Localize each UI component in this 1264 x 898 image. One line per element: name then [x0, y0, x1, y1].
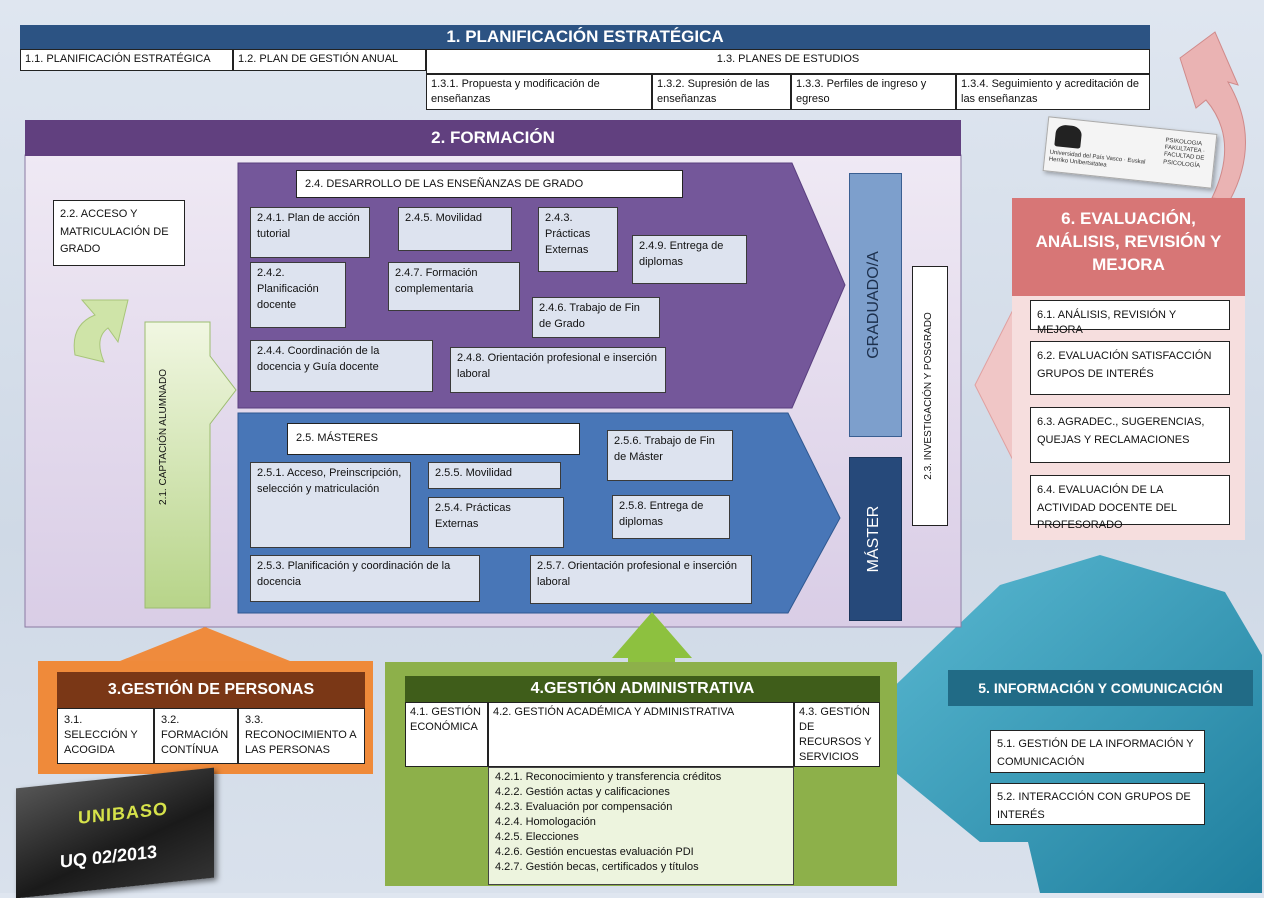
graduado-label: GRADUADO/A: [865, 251, 882, 359]
evaluacion-6-1: 6.1. ANÁLISIS, REVISIÓN Y MEJORA: [1030, 300, 1230, 336]
master-2-5-7: 2.5.7. Orientación profesional e inserci…: [530, 555, 752, 604]
grado-2-4-6: 2.4.6. Trabajo de Fin de Grado: [532, 297, 660, 338]
informacion-title: 5. INFORMACIÓN Y COMUNICACIÓN: [948, 670, 1253, 706]
planificacion-title: 1. PLANIFICACIÓN ESTRATÉGICA: [20, 25, 1150, 49]
captacion-arrow-shape: [144, 321, 237, 609]
evaluacion-title: 6. EVALUACIÓN, ANÁLISIS, REVISIÓN Y MEJO…: [1012, 198, 1245, 296]
master-2-5-8: 2.5.8. Entrega de diplomas: [612, 495, 730, 539]
master-2-5-6: 2.5.6. Trabajo de Fin de Máster: [607, 430, 733, 481]
list-item: 4.2.1. Reconocimiento y transferencia cr…: [495, 771, 722, 783]
personas-3-2: 3.2. FORMACIÓN CONTÍNUA: [154, 708, 238, 764]
evaluacion-6-3: 6.3. AGRADEC., SUGERENCIAS, QUEJAS Y REC…: [1030, 407, 1230, 463]
list-item: 4.2.7. Gestión becas, certificados y tít…: [495, 860, 699, 873]
master-2-5-5: 2.5.5. Movilidad: [428, 462, 561, 489]
university-logo-icon: [1054, 124, 1083, 149]
grado-2-4-3: 2.4.3. Prácticas Externas: [538, 207, 618, 272]
investigacion-column: [912, 266, 948, 526]
curved-up-arrow: [73, 299, 129, 363]
informacion-5-1: 5.1. GESTIÓN DE LA INFORMACIÓN Y COMUNIC…: [990, 730, 1205, 773]
planificacion-1-3-2: 1.3.2. Supresión de las enseñanzas: [652, 74, 791, 110]
administrativa-up-arrow: [612, 612, 692, 662]
planificacion-1-3: 1.3. PLANES DE ESTUDIOS: [426, 49, 1150, 74]
evaluacion-6-4: 6.4. EVALUACIÓN DE LA ACTIVIDAD DOCENTE …: [1030, 475, 1230, 531]
planificacion-1-3-4: 1.3.4. Seguimiento y acreditación de las…: [956, 74, 1150, 110]
informacion-5-2: 5.2. INTERACCIÓN CON GRUPOS DE INTERÉS: [990, 783, 1205, 825]
list-item: 4.2.2. Gestión actas y calificaciones: [495, 785, 670, 798]
administrativa-title: 4.GESTIÓN ADMINISTRATIVA: [405, 676, 880, 702]
evaluacion-6-2: 6.2. EVALUACIÓN SATISFACCIÓN GRUPOS DE I…: [1030, 341, 1230, 395]
grado-2-4-1: 2.4.1. Plan de acción tutorial: [250, 207, 370, 258]
unibaso-badge: UNIBASO UQ 02/2013: [16, 767, 214, 898]
master-2-5-4: 2.5.4. Prácticas Externas: [428, 497, 564, 548]
unibaso-code: UQ 02/2013: [60, 841, 158, 872]
graduado-column: [849, 173, 902, 437]
grado-2-4-5: 2.4.5. Movilidad: [398, 207, 512, 251]
administrativa-4-3: 4.3. GESTIÓN DE RECURSOS Y SERVICIOS: [794, 702, 880, 767]
list-item: 4.2.6. Gestión encuestas evaluación PDI: [495, 845, 694, 858]
captacion-label: 2.1. CAPTACIÓN ALUMNADO: [158, 369, 169, 505]
list-item: 4.2.4. Homologación: [495, 815, 596, 828]
master-2-5-3: 2.5.3. Planificación y coordinación de l…: [250, 555, 480, 602]
planificacion-1-1: 1.1. PLANIFICACIÓN ESTRATÉGICA: [20, 49, 233, 71]
administrativa-4-2: 4.2. GESTIÓN ACADÉMICA Y ADMINISTRATIVA: [488, 702, 794, 767]
personas-up-arrow: [120, 627, 290, 661]
personas-3-3: 3.3. RECONOCIMIENTO A LAS PERSONAS: [238, 708, 365, 764]
master-column: [849, 457, 902, 621]
list-item: 4.2.3. Evaluación por compensación: [495, 800, 673, 813]
faculty-name: PSIKOLOGIA FAKULTATEA · FACULTAD DE PSIC…: [1162, 137, 1206, 169]
planificacion-1-3-1: 1.3.1. Propuesta y modificación de enseñ…: [426, 74, 652, 110]
investigacion-label: 2.3. INVESTIGACIÓN Y POSGRADO: [923, 312, 934, 480]
list-item: 4.2.5. Elecciones: [495, 830, 579, 843]
grado-2-4-2: 2.4.2. Planificación docente: [250, 262, 346, 328]
grado-2-4-4: 2.4.4. Coordinación de la docencia y Guí…: [250, 340, 433, 392]
administrativa-4-2-list: 4.2.1. Reconocimiento y transferencia cr…: [488, 767, 794, 885]
planificacion-1-3-3: 1.3.3. Perfiles de ingreso y egreso: [791, 74, 956, 110]
unibaso-brand: UNIBASO: [78, 798, 169, 828]
administrativa-4-1: 4.1. GESTIÓN ECONÓMICA: [405, 702, 488, 767]
grado-2-4-7: 2.4.7. Formación complementaria: [388, 262, 520, 311]
master-2-5-1: 2.5.1. Acceso, Preinscripción, selección…: [250, 462, 411, 548]
personas-3-1: 3.1. SELECCIÓN Y ACOGIDA: [57, 708, 154, 764]
grado-title-box: 2.4. DESARROLLO DE LAS ENSEÑANZAS DE GRA…: [296, 170, 683, 198]
acceso-matriculacion-box: 2.2. ACCESO Y MATRICULACIÓN DE GRADO: [53, 200, 185, 266]
university-name: Universidad del País Vasco · Euskal Herr…: [1048, 149, 1146, 169]
personas-title: 3.GESTIÓN DE PERSONAS: [57, 672, 365, 708]
planificacion-1-2: 1.2. PLAN DE GESTIÓN ANUAL: [233, 49, 426, 71]
master-title-box: 2.5. MÁSTERES: [287, 423, 580, 455]
grado-2-4-9: 2.4.9. Entrega de diplomas: [632, 235, 747, 284]
master-label: MÁSTER: [865, 505, 882, 573]
formacion-title: 2. FORMACIÓN: [25, 120, 961, 156]
grado-2-4-8: 2.4.8. Orientación profesional e inserci…: [450, 347, 666, 393]
